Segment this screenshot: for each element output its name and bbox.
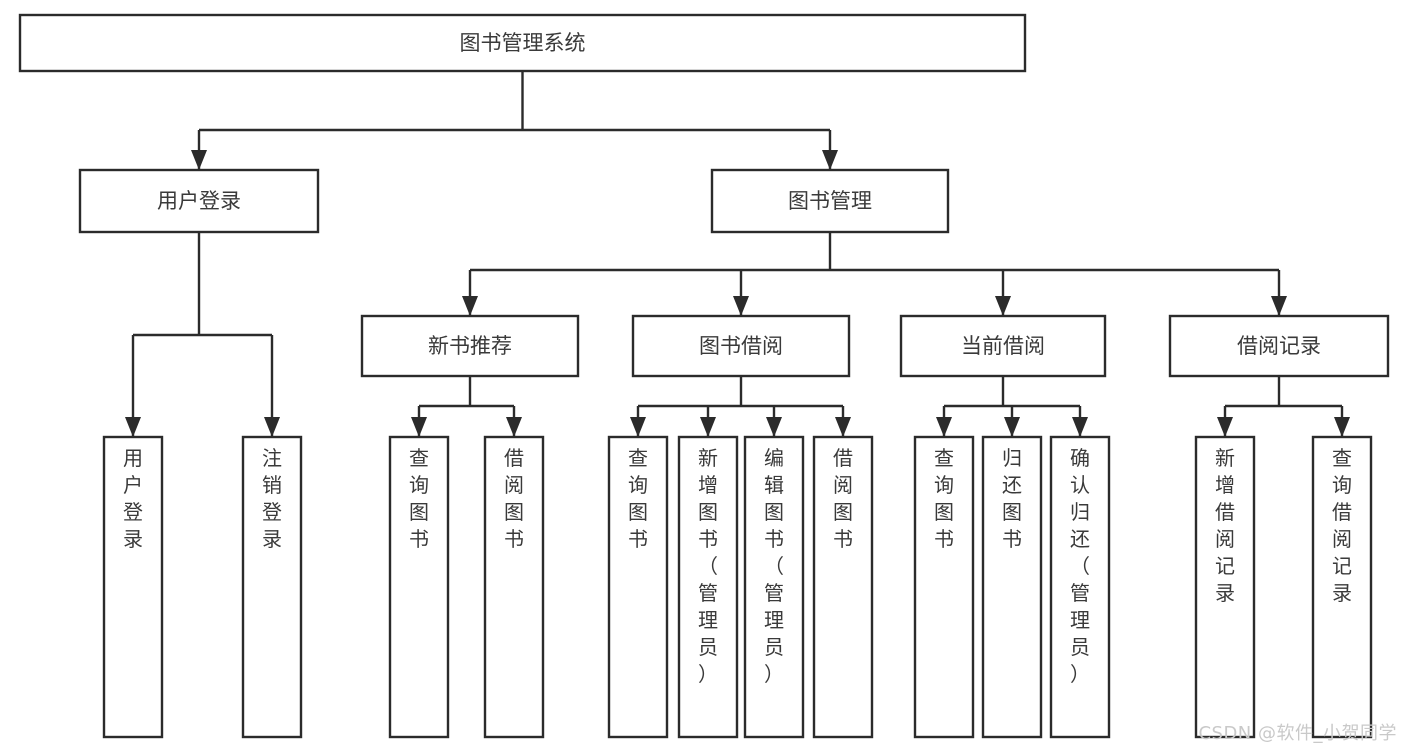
node-leaf-borrow-book-2[interactable]: 借阅图书 <box>812 435 874 739</box>
node-label-leaf-borrow-book-1: 借阅图书 <box>504 446 524 551</box>
node-leaf-add-book[interactable]: 新增图书（管理员） <box>677 435 739 739</box>
node-label-leaf-confirm-return: 确认归还（管理员） <box>1070 446 1090 686</box>
node-book-manage[interactable]: 图书管理 <box>710 168 950 234</box>
node-leaf-user-logout[interactable]: 注销登录 <box>241 435 303 739</box>
node-label-user-login: 用户登录 <box>157 189 241 213</box>
node-root[interactable]: 图书管理系统 <box>18 13 1027 73</box>
arrow-head-icon <box>264 417 280 437</box>
node-leaf-query-book-3[interactable]: 查询图书 <box>913 435 975 739</box>
node-box-borrow-record <box>1168 314 1390 378</box>
node-box-leaf-confirm-return <box>1049 435 1111 739</box>
arrow-head-icon <box>191 150 207 170</box>
node-label-leaf-edit-book: 编辑图书（管理员） <box>764 446 784 686</box>
node-leaf-return-book[interactable]: 归还图书 <box>981 435 1043 739</box>
node-leaf-query-borrow-record[interactable]: 查询借阅记录 <box>1311 435 1373 739</box>
node-leaf-user-login[interactable]: 用户登录 <box>102 435 164 739</box>
node-box-leaf-query-book-2 <box>607 435 669 739</box>
node-current-borrow[interactable]: 当前借阅 <box>899 314 1107 378</box>
node-label-leaf-return-book: 归还图书 <box>1002 446 1022 551</box>
arrow-head-icon <box>1217 417 1233 437</box>
node-label-root: 图书管理系统 <box>460 31 586 55</box>
arrow-head-icon <box>462 296 478 316</box>
node-box-leaf-return-book <box>981 435 1043 739</box>
node-box-new-book-recommend <box>360 314 580 378</box>
node-label-book-borrow: 图书借阅 <box>699 334 783 358</box>
node-box-leaf-borrow-book-1 <box>483 435 545 739</box>
arrow-head-icon <box>411 417 427 437</box>
arrow-head-icon <box>822 150 838 170</box>
node-user-login[interactable]: 用户登录 <box>78 168 320 234</box>
arrow-head-icon <box>1334 417 1350 437</box>
node-box-leaf-user-logout <box>241 435 303 739</box>
node-borrow-record[interactable]: 借阅记录 <box>1168 314 1390 378</box>
node-box-book-manage <box>710 168 950 234</box>
node-leaf-edit-book[interactable]: 编辑图书（管理员） <box>743 435 805 739</box>
arrow-head-icon <box>700 417 716 437</box>
node-book-borrow[interactable]: 图书借阅 <box>631 314 851 378</box>
node-box-user-login <box>78 168 320 234</box>
arrow-head-icon <box>1004 417 1020 437</box>
arrow-head-icon <box>1072 417 1088 437</box>
arrow-head-icon <box>936 417 952 437</box>
node-label-borrow-record: 借阅记录 <box>1237 334 1321 358</box>
node-label-leaf-borrow-book-2: 借阅图书 <box>833 446 853 551</box>
node-box-leaf-edit-book <box>743 435 805 739</box>
node-label-leaf-query-borrow-record: 查询借阅记录 <box>1332 446 1352 605</box>
node-new-book-recommend[interactable]: 新书推荐 <box>360 314 580 378</box>
node-box-book-borrow <box>631 314 851 378</box>
arrow-head-icon <box>995 296 1011 316</box>
arrow-head-icon <box>125 417 141 437</box>
node-box-root <box>18 13 1027 73</box>
node-box-leaf-add-borrow-record <box>1194 435 1256 739</box>
node-label-leaf-user-login: 用户登录 <box>123 446 143 551</box>
node-box-leaf-query-borrow-record <box>1311 435 1373 739</box>
node-box-leaf-add-book <box>677 435 739 739</box>
node-leaf-borrow-book-1[interactable]: 借阅图书 <box>483 435 545 739</box>
node-label-leaf-add-book: 新增图书（管理员） <box>698 446 718 686</box>
node-label-leaf-query-book-3: 查询图书 <box>934 446 954 551</box>
node-label-leaf-query-book-2: 查询图书 <box>628 446 648 551</box>
node-leaf-confirm-return[interactable]: 确认归还（管理员） <box>1049 435 1111 739</box>
node-box-leaf-borrow-book-2 <box>812 435 874 739</box>
node-label-leaf-query-book-1: 查询图书 <box>409 446 429 551</box>
arrow-head-icon <box>506 417 522 437</box>
node-label-current-borrow: 当前借阅 <box>961 334 1045 358</box>
arrow-head-icon <box>1271 296 1287 316</box>
arrow-head-icon <box>835 417 851 437</box>
arrow-head-icon <box>733 296 749 316</box>
connector-layer <box>125 71 1350 437</box>
node-label-leaf-add-borrow-record: 新增借阅记录 <box>1215 446 1235 605</box>
node-leaf-query-book-2[interactable]: 查询图书 <box>607 435 669 739</box>
arrow-head-icon <box>630 417 646 437</box>
node-label-new-book-recommend: 新书推荐 <box>428 334 512 358</box>
node-label-book-manage: 图书管理 <box>788 189 872 213</box>
node-leaf-add-borrow-record[interactable]: 新增借阅记录 <box>1194 435 1256 739</box>
node-box-leaf-query-book-1 <box>388 435 450 739</box>
node-box-current-borrow <box>899 314 1107 378</box>
node-box-leaf-query-book-3 <box>913 435 975 739</box>
node-box-leaf-user-login <box>102 435 164 739</box>
arrow-head-icon <box>766 417 782 437</box>
node-layer: 图书管理系统用户登录图书管理新书推荐图书借阅当前借阅借阅记录用户登录注销登录查询… <box>18 13 1390 739</box>
node-label-leaf-user-logout: 注销登录 <box>262 446 282 551</box>
node-leaf-query-book-1[interactable]: 查询图书 <box>388 435 450 739</box>
